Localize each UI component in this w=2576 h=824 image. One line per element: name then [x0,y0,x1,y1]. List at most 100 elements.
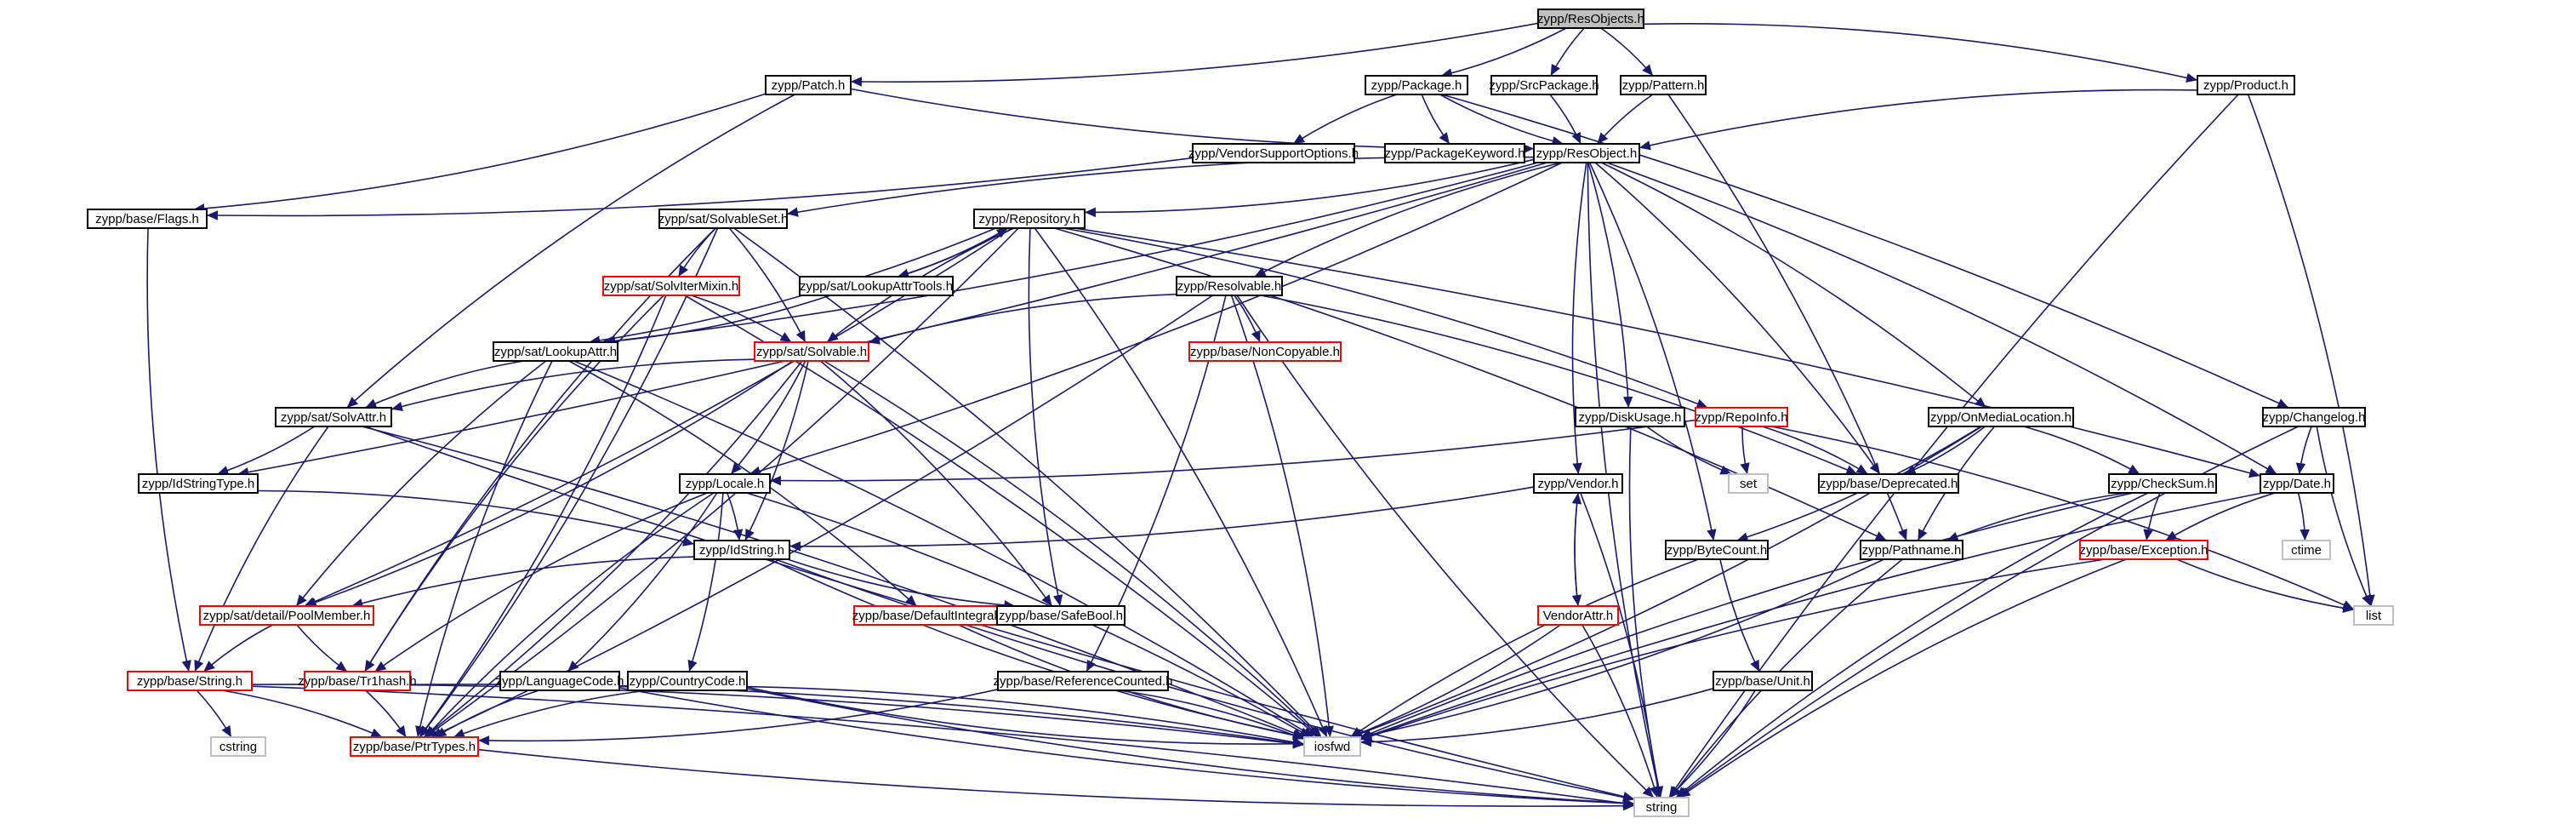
node-box [1928,407,2074,427]
node-box [1665,540,1769,560]
node-cstring[interactable]: cstring [210,736,266,757]
edge-date-to-iosfwd [1359,492,2263,741]
node-defaultintegral[interactable]: zypp/base/DefaultIntegral.h [852,605,1008,626]
node-box [1537,605,1619,626]
node-label: cstring [219,740,257,754]
node-deprecated[interactable]: zypp/base/Deprecated.h [1818,473,1959,494]
node-box [2260,473,2334,494]
edge-lookupattrtools-to-repository [897,227,1009,278]
node-safebool[interactable]: zypp/base/SafeBool.h [996,605,1126,626]
node-box [127,671,253,691]
node-label: zypp/base/Flags.h [95,212,199,226]
edge-languagecode-to-ptrtypes [434,690,539,738]
edge-diskusage-to-string [1628,426,1664,798]
edge-resolvable-to-noncopyable [1234,295,1261,343]
node-pattern[interactable]: zypp/Pattern.h [1620,75,1707,95]
node-idstring[interactable]: zypp/IdString.h [693,540,790,560]
node-onmedialocation[interactable]: zypp/OnMediaLocation.h [1928,407,2074,427]
node-exception[interactable]: zypp/base/Exception.h [2079,540,2208,560]
node-solvable[interactable]: zypp/sat/Solvable.h [754,341,869,362]
edge-idstring-to-safebool [787,558,1016,610]
node-box [996,605,1126,626]
node-unit[interactable]: zypp/base/Unit.h [1713,671,1813,691]
node-solvattr[interactable]: zypp/sat/SolvAttr.h [275,407,392,427]
node-refcounted[interactable]: zypp/base/ReferenceCounted.h [994,671,1173,691]
node-resobject[interactable]: zypp/ResObject.h [1533,143,1640,163]
node-patch[interactable]: zypp/Patch.h [765,75,852,95]
node-checksum[interactable]: zypp/CheckSum.h [2108,473,2217,494]
node-label: zypp/base/SafeBool.h [999,609,1123,623]
node-packagekeyword[interactable]: zypp/PackageKeyword.h [1384,143,1525,163]
node-label: zypp/ResObjects.h [1537,12,1644,26]
edge-product-to-resobject [1638,89,2198,151]
node-iosfwd[interactable]: iosfwd [1303,736,1361,757]
node-idstringtype[interactable]: zypp/IdStringType.h [138,473,259,494]
edge-refcounted-to-iosfwd [1118,690,1305,741]
node-vendorsupport[interactable]: zypp/VendorSupportOptions.h [1188,143,1359,163]
node-vendor[interactable]: zypp/Vendor.h [1533,473,1623,494]
node-label: zypp/Product.h [2203,78,2288,93]
node-label: zypp/sat/Solvable.h [756,345,867,359]
edge-changelog-to-string [1676,426,2299,798]
edge-solvable-to-poolmember [305,360,794,608]
edge-countrycode-to-iosfwd [746,686,1305,749]
node-label: zypp/sat/LookupAttr.h [494,345,617,359]
node-product[interactable]: zypp/Product.h [2197,75,2295,95]
node-set[interactable]: set [1728,473,1769,494]
node-flags[interactable]: zypp/base/Flags.h [87,209,208,229]
node-changelog[interactable]: zypp/Changelog.h [2262,407,2366,427]
edge-locale-to-languagecode [567,492,718,672]
node-label: zypp/sat/detail/PoolMember.h [203,609,371,623]
node-label: list [2366,609,2382,623]
node-box [627,671,748,691]
edge-repository-to-iosfwd [1034,227,1328,738]
edge-bytecount-to-unit [1719,558,1760,672]
edge-tr1hash-to-ptrtypes [365,690,407,738]
node-box [350,736,479,757]
node-ptrtypes[interactable]: zypp/base/PtrTypes.h [350,736,479,757]
node-pathname[interactable]: zypp/Pathname.h [1860,540,1963,560]
edge-resolvable-to-deprecated [1260,295,1858,475]
edge-lookupattr-to-solvattr [364,360,524,409]
node-srcpackage[interactable]: zypp/SrcPackage.h [1489,75,1599,95]
node-lookupattrtools[interactable]: zypp/sat/LookupAttrTools.h [799,276,954,296]
edge-onmedialocation-to-iosfwd [1351,426,1983,738]
node-countrycode[interactable]: zypp/CountryCode.h [627,671,748,691]
node-box [658,209,788,229]
node-lookupattr[interactable]: zypp/sat/LookupAttr.h [493,341,618,362]
edge-repository-to-date [1074,227,2261,478]
node-solvitermixin[interactable]: zypp/sat/SolvIterMixin.h [602,276,740,296]
node-resobjects[interactable]: zypp/ResObjects.h [1537,9,1644,29]
node-string[interactable]: string [1633,797,1690,817]
node-repository[interactable]: zypp/Repository.h [973,209,1086,229]
node-noncopyable[interactable]: zypp/base/NonCopyable.h [1188,341,1342,362]
edge-solvableset-to-solvitermixin [677,227,717,278]
node-bytecount[interactable]: zypp/ByteCount.h [1665,540,1769,560]
edge-product-to-list [2247,94,2375,607]
node-repoinfo[interactable]: zypp/RepoInfo.h [1695,407,1788,427]
node-package[interactable]: zypp/Package.h [1365,75,1468,95]
edge-repoinfo-to-deprecated [1762,426,1869,475]
node-label: zypp/SrcPackage.h [1489,78,1599,93]
node-vendorattr[interactable]: VendorAttr.h [1537,605,1619,626]
node-label: zypp/base/ReferenceCounted.h [994,674,1173,689]
node-ctime[interactable]: ctime [2282,540,2331,560]
node-tr1hash[interactable]: zypp/base/Tr1hash.h [298,671,417,691]
edge-onmedialocation-to-checksum [2023,426,2140,475]
edge-lookupattrtools-to-lookupattr [601,295,831,346]
node-poolmember[interactable]: zypp/sat/detail/PoolMember.h [199,605,374,626]
node-label: zypp/base/String.h [137,674,242,689]
node-box [754,341,869,362]
node-string_h[interactable]: zypp/base/String.h [127,671,253,691]
edge-poolmember-to-tr1hash [296,624,348,672]
node-locale[interactable]: zypp/Locale.h [679,473,771,494]
node-date[interactable]: zypp/Date.h [2260,473,2334,494]
node-solvableset[interactable]: zypp/sat/SolvableSet.h [658,209,789,229]
edge-repository-to-safebool [1028,227,1063,607]
node-diskusage[interactable]: zypp/DiskUsage.h [1575,407,1685,427]
node-list[interactable]: list [2353,605,2394,626]
edge-resobject-to-date [1606,162,2277,475]
node-languagecode[interactable]: zypp/LanguageCode.h [496,671,624,691]
node-resolvable[interactable]: zypp/Resolvable.h [1176,276,1283,296]
edge-repository-to-repoinfo [1063,227,1708,409]
